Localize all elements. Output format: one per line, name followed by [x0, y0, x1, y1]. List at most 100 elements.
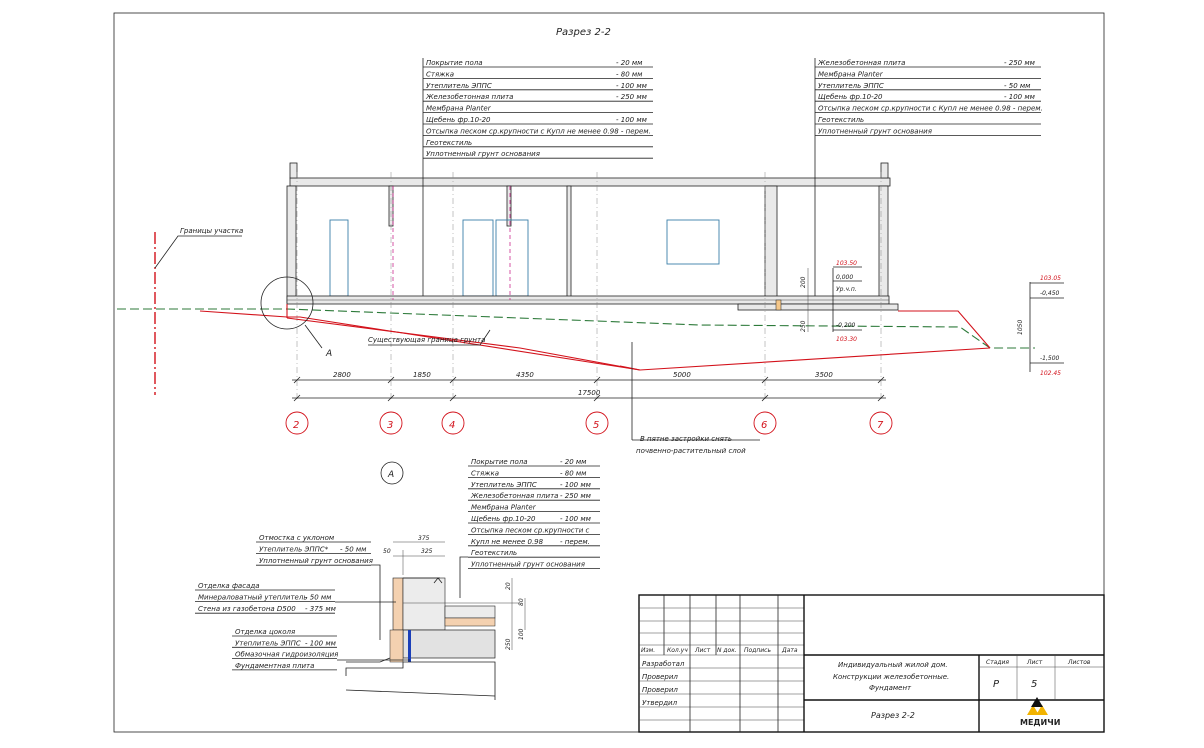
wall-axis-6 — [764, 185, 778, 304]
callout-right-value-3: - 50 мм — [1004, 82, 1031, 90]
callout-right-row-1: Железобетонная плита — [817, 59, 905, 67]
tb-header-list: Лист — [694, 647, 711, 654]
tsokol-row-4: Фундаментная плита — [235, 662, 314, 670]
partition-axis-5 — [566, 185, 572, 304]
span-3: 4350 — [516, 371, 534, 379]
tb-stage: Р — [993, 679, 1000, 690]
otmostka-row-1: Отмостка с уклоном — [259, 534, 335, 542]
detail-a-circle — [380, 461, 404, 485]
level-abs-right-bottom: 102.45 — [1040, 370, 1061, 377]
aerated-concrete-wall — [402, 577, 446, 631]
callout-left-row-3: Утеплитель ЭППС — [426, 82, 492, 90]
site-boundary-label: Границы участка — [180, 227, 243, 235]
tsokol-value-2: - 100 мм — [305, 639, 337, 647]
dim-200: 200 — [800, 276, 807, 288]
detail-floor-row-6: Щебень фр.10-20 — [471, 515, 536, 523]
building-section — [286, 162, 899, 311]
detail-dim-375: 375 — [418, 535, 430, 542]
foundation-slab — [402, 629, 496, 659]
tb-sheet-title: Разрез 2-2 — [871, 711, 915, 720]
detail-dim-325: 325 — [421, 548, 433, 555]
level-marks: 103.50 0,000 Ур.ч.п. -0,200 103.30 200 2… — [800, 260, 1064, 377]
tb-col-stage: Стадия — [986, 659, 1009, 666]
detail-dim-100: 100 — [518, 628, 525, 640]
detail-dim-20: 20 — [505, 582, 512, 590]
detail-floor-row-5: Мембрана Planter — [471, 504, 537, 512]
axis-bubble-5: 5 — [593, 420, 599, 431]
callout-left: Покрытие пола - 20 мм Стяжка - 80 мм Утеплит… — [422, 58, 653, 296]
callout-right-row-7: Уплотненный грунт основания — [818, 127, 932, 135]
tb-col-sheets: Листов — [1067, 659, 1091, 666]
callout-left-row-7: Отсыпка песком ср.крупности с Купл не ме… — [426, 127, 651, 135]
floor-layers — [444, 605, 496, 619]
callout-left-value-2: - 80 мм — [616, 70, 643, 78]
detail-floor-value-4: - 250 мм — [560, 492, 592, 500]
level-rel-floor: 0,000 — [836, 274, 853, 281]
detail-floor-value-1: - 20 мм — [560, 458, 587, 466]
wall-axis-2 — [286, 185, 297, 304]
callout-right-row-3: Утеплитель ЭППС — [818, 82, 884, 90]
axis-bubble-2: 2 — [293, 420, 299, 431]
plinth-insulation — [389, 629, 404, 663]
callout-left-row-1: Покрытие пола — [426, 59, 483, 67]
waterproofing — [408, 630, 411, 662]
facade-row-1: Отделка фасада — [198, 582, 260, 590]
dim-1050: 1050 — [1017, 320, 1024, 335]
door-mid-2 — [495, 219, 529, 297]
level-rel-right-bottom: -1,500 — [1040, 355, 1060, 362]
detail-floor-value-6: - 100 мм — [560, 515, 592, 523]
callout-left-value-3: - 100 мм — [616, 82, 648, 90]
otmostka-row-2: Утеплитель ЭППС* — [259, 546, 329, 554]
drawing-title: Разрез 2-2 — [556, 27, 611, 38]
tb-header-ndok: N док. — [717, 647, 737, 654]
existing-ground-line — [117, 308, 1035, 349]
detail-floor-value-2: - 80 мм — [560, 469, 587, 477]
tb-role-3: Проверил — [642, 686, 678, 694]
facade-value-3: - 375 мм — [305, 605, 337, 613]
detail-a-letter: А — [387, 470, 394, 480]
topsoil-note-2: почвенно-растительный слой — [636, 447, 746, 455]
cut-line-right — [898, 310, 991, 349]
node-a-letter: А — [325, 349, 332, 359]
tb-project-2: Конструкции железобетонные. — [833, 673, 949, 681]
callout-right-row-5: Отсыпка песком ср.крупности с Купл не ме… — [818, 105, 1043, 113]
level-rel-right-top: -0,450 — [1040, 290, 1060, 297]
detail-floor-row-8: Купл не менее 0.98 — [471, 538, 544, 546]
detail-floor-row-10: Уплотненный грунт основания — [471, 561, 585, 569]
callout-left-value-6: - 100 мм — [616, 116, 648, 124]
tb-role-4: Утвердил — [642, 699, 678, 707]
otmostka-value-2: - 50 мм — [340, 546, 367, 554]
callout-left-row-9: Уплотненный грунт основания — [426, 150, 540, 158]
callout-left-row-2: Стяжка — [426, 70, 454, 78]
parapet-right — [880, 162, 889, 179]
detail-floor-row-9: Геотекстиль — [471, 549, 517, 557]
cut-line-bottom — [286, 317, 991, 371]
detail-dim-50: 50 — [383, 548, 391, 555]
axis-lines — [296, 172, 882, 400]
callout-left-row-8: Геотекстиль — [426, 139, 472, 147]
door-left — [329, 219, 349, 297]
terrace-slab — [737, 303, 899, 311]
tb-project-1: Индивидуальный жилой дом. — [838, 661, 948, 669]
level-floor-note: Ур.ч.п. — [836, 286, 857, 293]
dim-250: 250 — [800, 320, 807, 332]
door-mid — [462, 219, 494, 297]
facade-row-3: Стена из газобетона D500 — [198, 605, 296, 613]
detail-dim-80: 80 — [518, 598, 525, 606]
detail-floor-value-3: - 100 мм — [560, 481, 592, 489]
callout-left-row-6: Щебень фр.10-20 — [426, 116, 491, 124]
callout-left-value-1: - 20 мм — [616, 59, 643, 67]
span-4: 5000 — [673, 371, 691, 379]
span-5: 3500 — [815, 371, 833, 379]
title-block: Изм. Кол.уч Лист N док. Подпись Дата Раз… — [638, 594, 1105, 733]
detail-floor-row-4: Железобетонная плита — [470, 492, 558, 500]
logo-text: МЕДИЧИ — [1020, 718, 1060, 727]
level-abs-bottom: 103.30 — [836, 336, 857, 343]
tsokol-row-3: Обмазочная гидроизоляция — [235, 651, 338, 659]
callout-left-row-5: Мембрана Planter — [426, 105, 492, 113]
span-2: 1850 — [413, 371, 431, 379]
total-span: 17500 — [578, 389, 601, 397]
callout-right-row-4: Щебень фр.10-20 — [818, 93, 883, 101]
